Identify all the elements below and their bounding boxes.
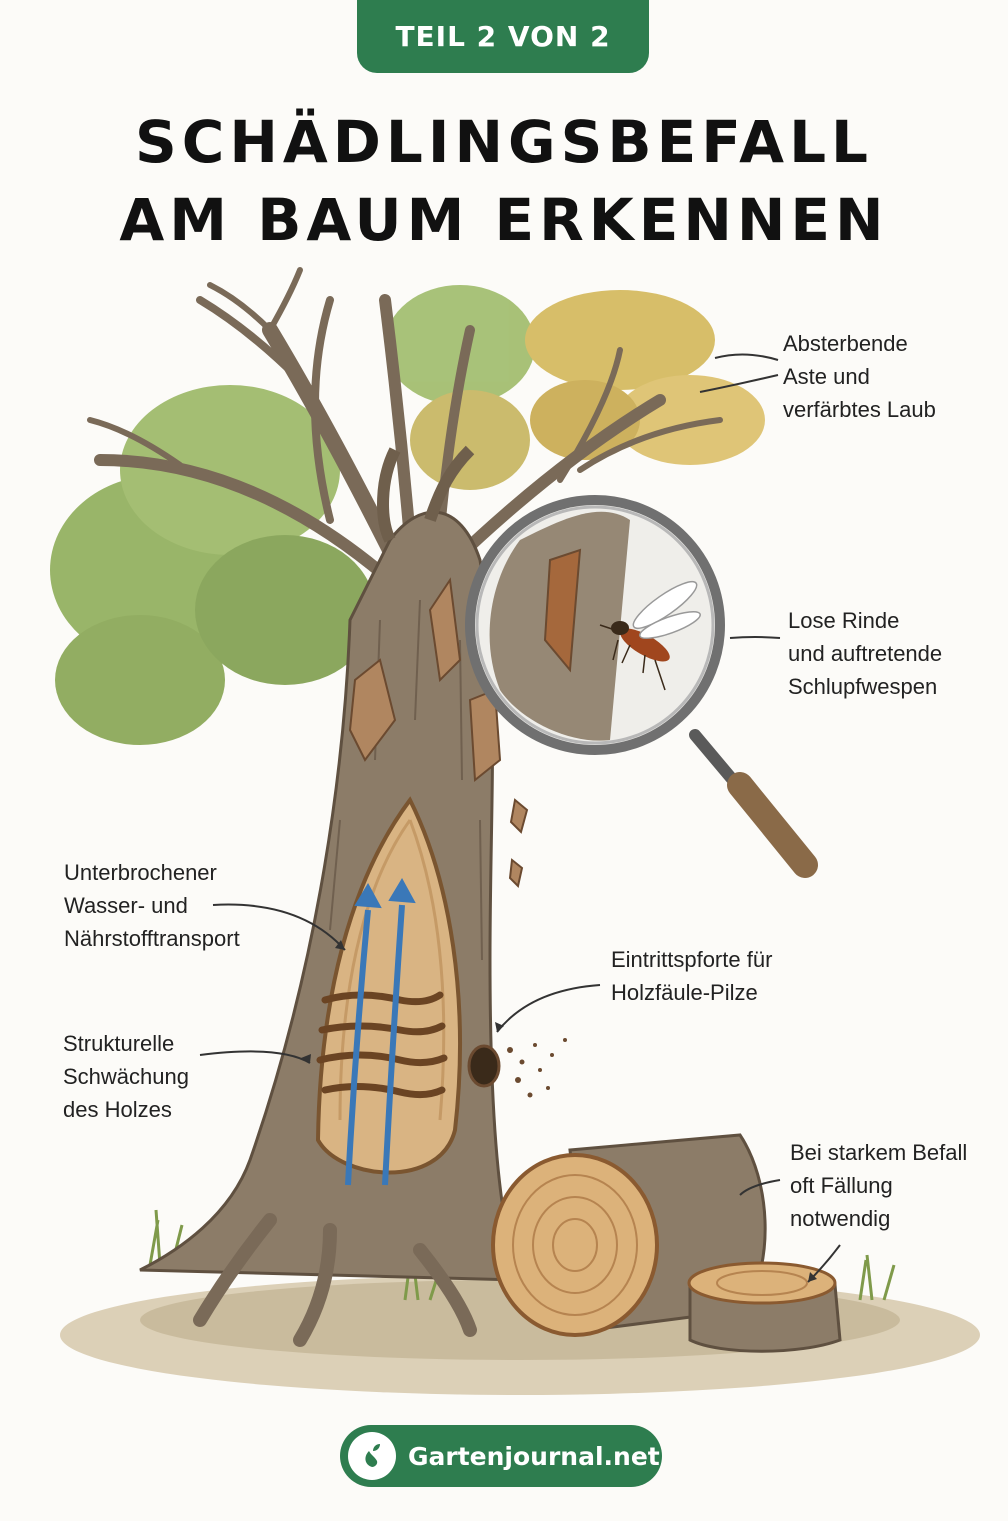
footer-link[interactable]: Gartenjournal.net: [340, 1425, 662, 1487]
label-water-transport: Unterbrochener Wasser- und Nährstofftran…: [64, 860, 240, 951]
part-badge-text: TEIL 2 VON 2: [395, 20, 611, 53]
label-structural-weakening: Strukturelle Schwächung des Holzes: [63, 1031, 189, 1122]
label-felling: Bei starkem Befall oft Fällung notwendig: [790, 1140, 968, 1231]
beetle-galleries: [316, 991, 448, 1099]
title-line-1: SCHÄDLINGSBEFALL: [135, 108, 873, 176]
arrow-heads: [301, 940, 817, 1282]
footer-text: Gartenjournal.net: [408, 1441, 660, 1471]
tree-stump: [687, 1261, 842, 1353]
wasp-icon: [599, 580, 701, 691]
loose-bark: [348, 577, 529, 888]
garden-leaf-icon: [348, 1432, 396, 1480]
branches: [87, 267, 723, 586]
roots: [193, 1213, 477, 1347]
magnifying-glass: [465, 495, 818, 878]
part-badge: TEIL 2 VON 2: [357, 0, 649, 73]
title-line-2: AM BAUM ERKENNEN: [119, 186, 889, 254]
bore-hole: [467, 1038, 567, 1098]
water-transport-arrows: [345, 877, 416, 1186]
label-entry-port: Eintrittspforte für Holzfäule-Pilze: [611, 947, 773, 1005]
label-dying-branches: Absterbende Aste und verfärbtes Laub: [783, 331, 936, 422]
label-loose-bark: Lose Rinde und auftretende Schlupfwespen: [788, 608, 943, 699]
